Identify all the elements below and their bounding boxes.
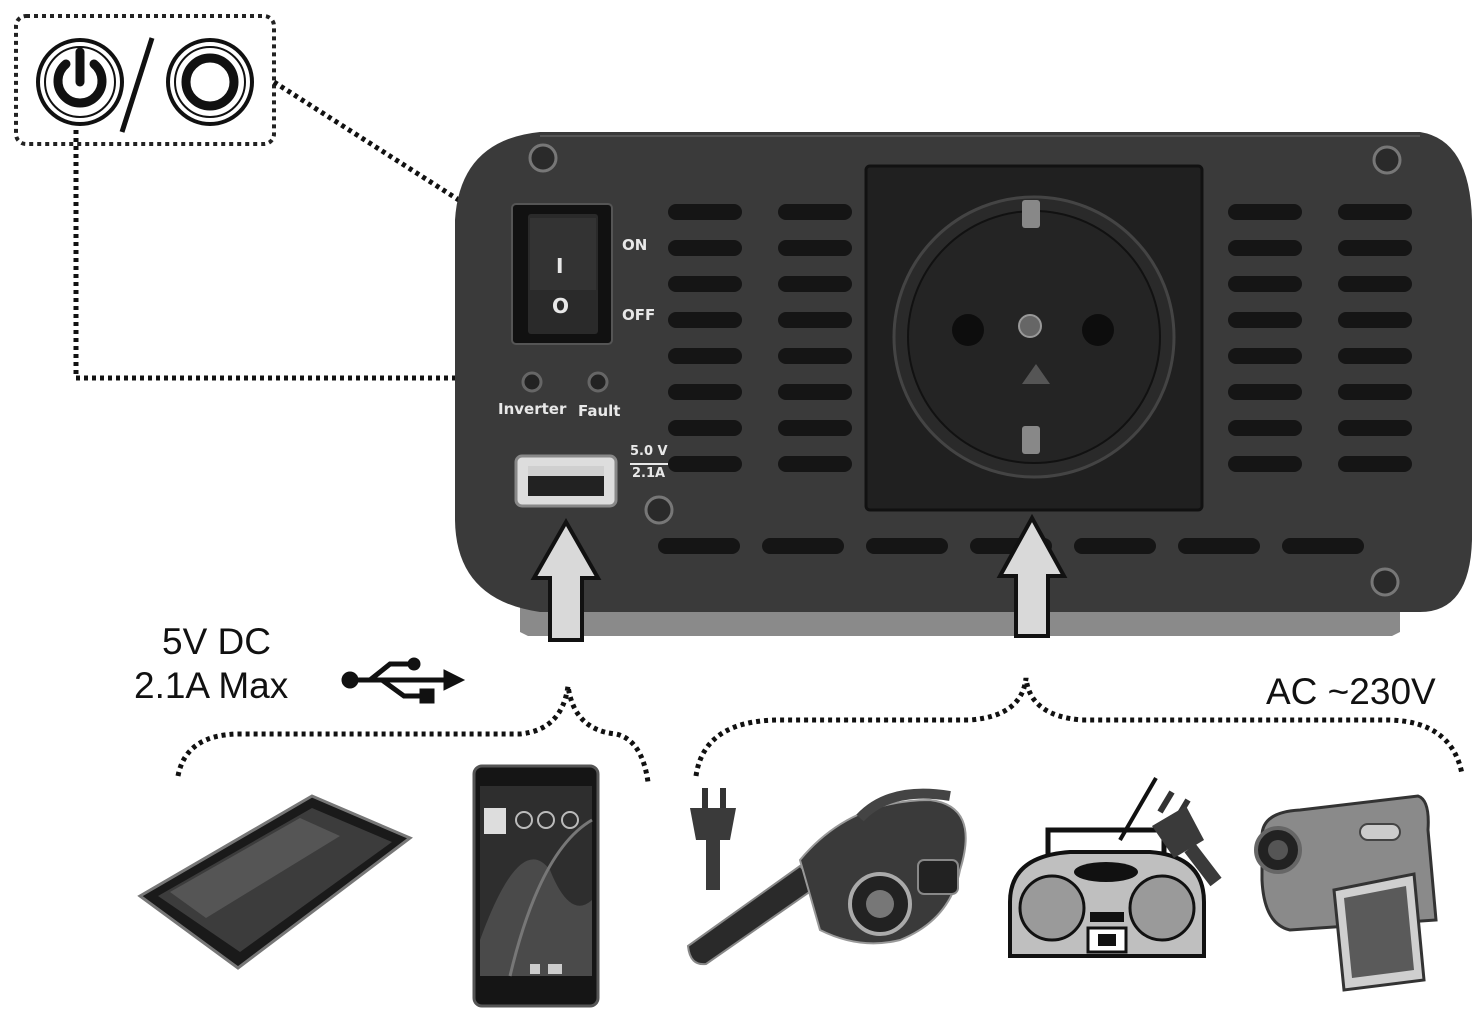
inverter-led [521,371,543,393]
boombox-radio-icon [1008,776,1206,958]
ac-outlet[interactable] [864,164,1204,512]
ac-output-label: AC ~230V [1266,671,1436,712]
camcorder-icon [1254,794,1438,992]
power-symbol-slash [119,37,155,133]
ac-plug-icon [1152,790,1222,887]
usb-port[interactable] [514,454,618,508]
fault-label: Fault [578,402,621,420]
rocker-off-mark: O [552,294,570,318]
usb-output-voltage-label: 5V DC [162,621,271,662]
tablet-icon [137,794,413,970]
indicator-leds [521,371,609,393]
power-symbol-callout-box [14,14,276,146]
on-label: ON [622,236,648,254]
usb-current-rating: 2.1A [632,466,666,481]
rocker-on-mark: I [556,254,564,278]
power-off-icon [166,38,254,126]
inverter-label: Inverter [498,400,567,418]
inverter-front-panel [455,132,1472,636]
usb-output-current-label: 2.1A Max [134,665,289,706]
usb-icon [341,657,466,704]
handheld-vacuum-icon [686,788,967,966]
smartphone-icon [472,764,600,1008]
output-braces [175,677,1465,783]
off-label: OFF [622,306,656,324]
panel-screws [528,143,1402,597]
fault-led [587,371,609,393]
plug-icon [690,788,736,890]
usb-voltage-rating: 5.0 V [630,444,668,459]
rocker-switch[interactable] [511,203,613,345]
usb-output-arrow [530,517,602,642]
ac-output-arrow [996,513,1068,638]
power-on-icon [36,38,124,126]
